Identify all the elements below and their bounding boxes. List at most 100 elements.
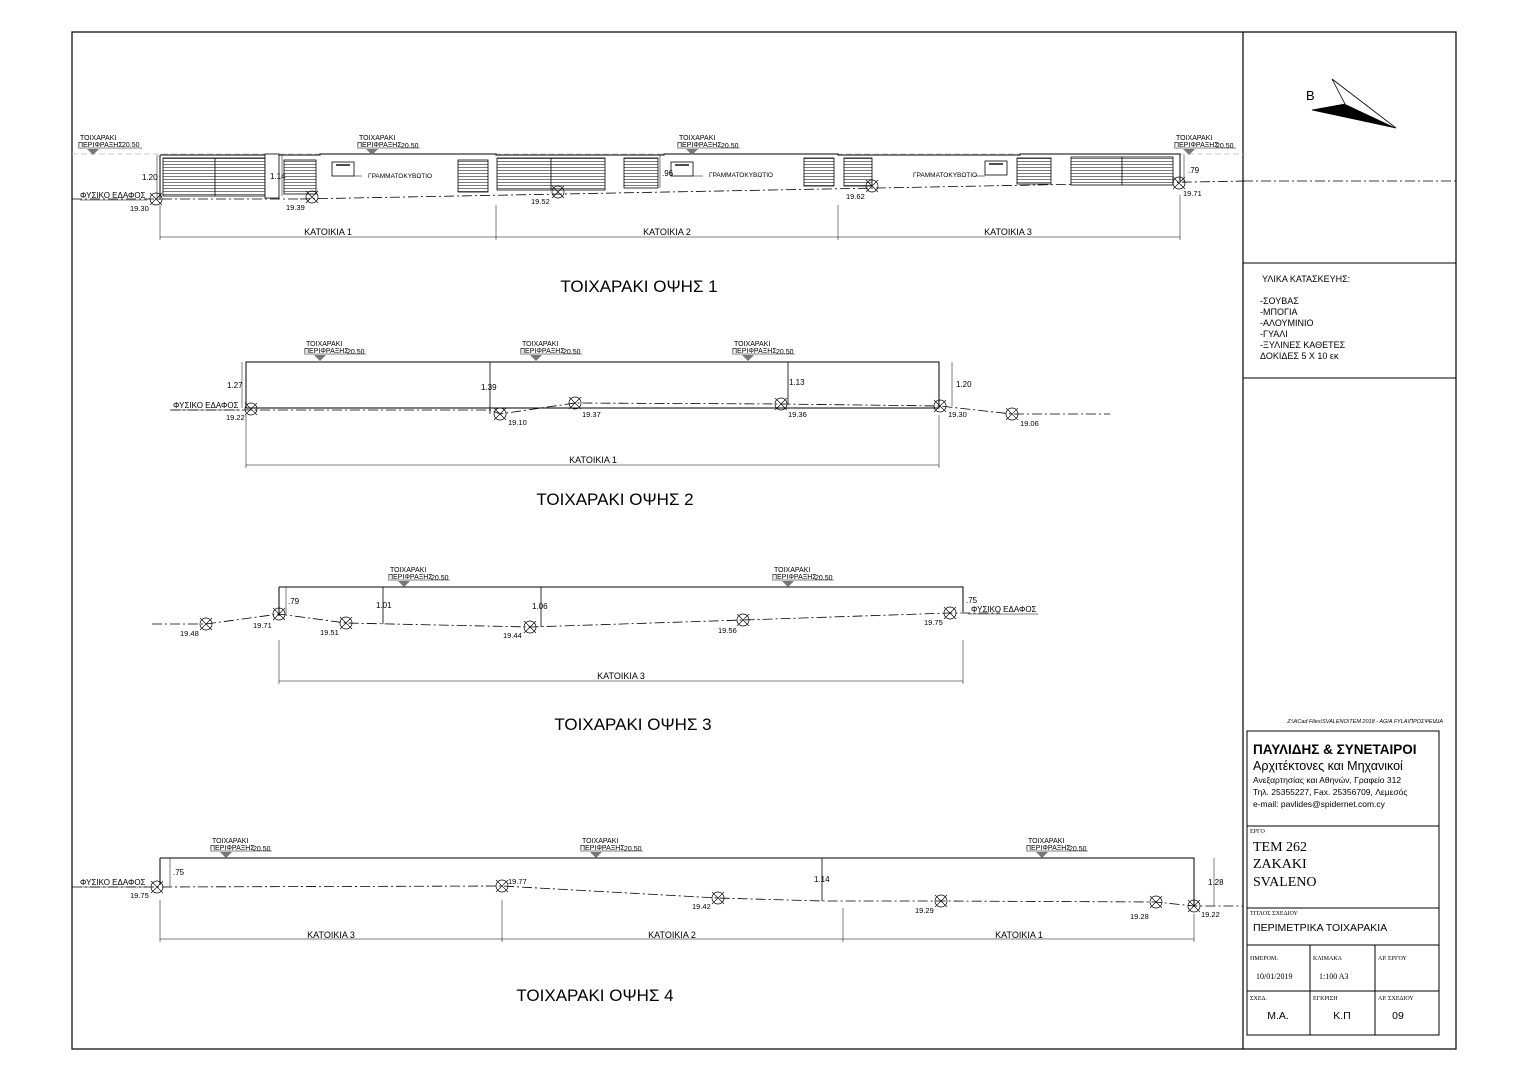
svg-text:20.50: 20.50 <box>1069 846 1087 853</box>
svg-text:20.50: 20.50 <box>401 143 419 150</box>
svg-text:ΤΟΙΧΑΡΑΚΙ: ΤΟΙΧΑΡΑΚΙ <box>679 135 715 142</box>
level-tag: ΤΟΙΧΑΡΑΚΙ ΠΕΡΙΦΡΑΞΗΣ 20.50 <box>357 135 420 155</box>
title-block: ΠΑΥΛΙΔΗΣ & ΣΥΝΕΤΑΙΡΟΙ Αρχιτέκτονες και Μ… <box>1246 730 1440 1036</box>
north-label: Β <box>1306 88 1315 103</box>
material-item: -ΣΟΥΒΑΣ <box>1260 296 1299 306</box>
level-tag: ΤΟΙΧΑΡΑΚΙ ΠΕΡΙΦΡΑΞΗΣ 20.50 <box>580 838 643 858</box>
svg-text:ΠΕΡΙΦΡΑΞΗΣ: ΠΕΡΙΦΡΑΞΗΣ <box>732 348 777 355</box>
approved-by: Κ.Π <box>1333 1010 1351 1022</box>
material-item: -ΜΠΟΓΙΑ <box>1260 307 1297 317</box>
svg-text:ΤΟΙΧΑΡΑΚΙ: ΤΟΙΧΑΡΑΚΙ <box>774 567 810 574</box>
height-dimension: .79 <box>288 597 300 606</box>
file-path: Z:\ACad Files\SVALENO\TEM 2018 - AGIA FY… <box>1286 719 1443 725</box>
wall-outline <box>278 586 964 616</box>
company-phone: Τηλ. 25355227, Fax. 25356709, Λεμεσός <box>1253 787 1407 797</box>
height-dimension: .75 <box>173 868 185 877</box>
spot-level: 19.75 <box>130 891 149 900</box>
height-dimension: 1.27 <box>227 381 243 390</box>
project-label: ΕΡΓΟ <box>1250 829 1265 835</box>
spot-level: 19.77 <box>508 877 527 886</box>
ground-label: ΦΥΣΙΚΟ ΕΔΑΦΟΣ <box>80 878 146 887</box>
material-item: ΔΟΚΙΔΕΣ 5 Χ 10 εκ <box>1260 351 1339 361</box>
mailbox-icon <box>670 161 694 177</box>
scale-value: 1:100 A3 <box>1319 972 1349 981</box>
mailbox-label: ΓΡΑΜΜΑΤΟΚΥΒΩΤΙΟ <box>709 172 773 179</box>
level-tag: ΤΟΙΧΑΡΑΚΙ ΠΕΡΙΦΡΑΞΗΣ 20.50 <box>520 341 582 361</box>
level-tag: ΤΟΙΧΑΡΑΚΙ ΠΕΡΙΦΡΑΞΗΣ 20.50 <box>1174 135 1236 155</box>
svg-text:ΠΕΡΙΦΡΑΞΗΣ: ΠΕΡΙΦΡΑΞΗΣ <box>388 574 433 581</box>
svg-text:ΠΕΡΙΦΡΑΞΗΣ: ΠΕΡΙΦΡΑΞΗΣ <box>1174 142 1219 149</box>
elevation-view-2: ΤΟΙΧΑΡΑΚΙ ΠΕΡΙΦΡΑΞΗΣ 20.50 ΤΟΙΧΑΡΑΚΙ ΠΕΡ… <box>170 341 1110 509</box>
svg-text:ΤΟΙΧΑΡΑΚΙ: ΤΟΙΧΑΡΑΚΙ <box>212 838 248 845</box>
unit-label: ΚΑΤΟΙΚΙΑ 2 <box>643 227 691 237</box>
material-item: -ΞΥΛΙΝΕΣ ΚΑΘΕΤΕΣ <box>1260 340 1346 350</box>
spot-level: 19.06 <box>1020 419 1039 428</box>
ground-label: ΦΥΣΙΚΟ ΕΔΑΦΟΣ <box>80 191 146 200</box>
unit-label: ΚΑΤΟΙΚΙΑ 1 <box>304 227 352 237</box>
svg-text:ΤΟΙΧΑΡΑΚΙ: ΤΟΙΧΑΡΑΚΙ <box>582 838 618 845</box>
spot-level: 19.30 <box>948 410 967 419</box>
level-tag: ΤΟΙΧΑΡΑΚΙ ΠΕΡΙΦΡΑΞΗΣ 20.50 <box>304 341 366 361</box>
view-title: ΤΟΙΧΑΡΑΚΙ ΟΨΗΣ 2 <box>536 490 693 509</box>
sheet-number: 09 <box>1392 1010 1404 1022</box>
spot-level: 19.42 <box>692 902 711 911</box>
spot-level: 19.37 <box>582 410 601 419</box>
mailbox-icon <box>331 161 355 177</box>
height-dimension: 1.14 <box>814 875 830 884</box>
spot-level-marker <box>244 402 258 416</box>
svg-text:20.50: 20.50 <box>815 575 833 582</box>
wall-outline <box>245 361 940 409</box>
spot-level: 19.39 <box>286 203 305 212</box>
unit-label: ΚΑΤΟΙΚΙΑ 3 <box>984 227 1032 237</box>
mailbox-icon <box>984 160 1008 176</box>
svg-text:ΠΕΡΙΦΡΑΞΗΣ: ΠΕΡΙΦΡΑΞΗΣ <box>78 142 123 149</box>
sheet-frame <box>71 31 1457 1050</box>
sliding-gate <box>162 157 266 197</box>
material-item: -ΑΛΟΥΜΙΝΙΟ <box>1260 318 1314 328</box>
drawing-title-label: ΤΙΤΛΟΣ ΣΧΕΔΙΟΥ <box>1250 911 1298 917</box>
view-title: ΤΟΙΧΑΡΑΚΙ ΟΨΗΣ 3 <box>554 715 711 734</box>
spot-level: 19.29 <box>915 906 934 915</box>
level-tag: ΤΟΙΧΑΡΑΚΙ ΠΕΡΙΦΡΑΞΗΣ 20.50 <box>677 135 740 155</box>
material-item: -ΓΥΑΛΙ <box>1260 329 1288 339</box>
height-dimension: 1.39 <box>481 383 497 392</box>
drawn-by-label: ΣΧΕΔ. <box>1250 996 1267 1002</box>
height-dimension: 1.13 <box>789 378 805 387</box>
svg-text:ΤΟΙΧΑΡΑΚΙ: ΤΟΙΧΑΡΑΚΙ <box>80 135 116 142</box>
level-tag: ΤΟΙΧΑΡΑΚΙ ΠΕΡΙΦΡΑΞΗΣ 20.50 <box>210 838 272 858</box>
ground-label: ΦΥΣΙΚΟ ΕΔΑΦΟΣ <box>971 605 1037 614</box>
height-dimension: 1.14 <box>270 172 286 181</box>
spot-level: 19.52 <box>531 197 550 206</box>
level-tag: ΤΟΙΧΑΡΑΚΙ ΠΕΡΙΦΡΑΞΗΣ 20.50 <box>1026 838 1088 858</box>
company-subtitle: Αρχιτέκτονες και Μηχανικοί <box>1253 759 1403 773</box>
level-tag: ΤΟΙΧΑΡΑΚΙ ΠΕΡΙΦΡΑΞΗΣ 20.50 <box>772 567 834 587</box>
svg-text:ΤΟΙΧΑΡΑΚΙ: ΤΟΙΧΑΡΑΚΙ <box>390 567 426 574</box>
spot-level: 19.36 <box>788 410 807 419</box>
svg-text:ΠΕΡΙΦΡΑΞΗΣ: ΠΕΡΙΦΡΑΞΗΣ <box>304 348 349 355</box>
svg-text:20.50: 20.50 <box>122 142 140 149</box>
spot-level: 19.71 <box>1183 189 1202 198</box>
company-name: ΠΑΥΛΙΔΗΣ & ΣΥΝΕΤΑΙΡΟΙ <box>1253 742 1416 757</box>
spot-level: 19.30 <box>130 204 149 213</box>
svg-text:ΠΕΡΙΦΡΑΞΗΣ: ΠΕΡΙΦΡΑΞΗΣ <box>580 845 625 852</box>
project-line: ΤΕΜ 262 <box>1253 840 1307 855</box>
ground-label: ΦΥΣΙΚΟ ΕΔΑΦΟΣ <box>173 401 239 410</box>
spot-level: 19.75 <box>924 618 943 627</box>
spot-level: 19.28 <box>1130 912 1149 921</box>
height-dimension: 1.06 <box>532 602 548 611</box>
height-dimension: 1.20 <box>142 173 158 182</box>
elevation-view-4: ΤΟΙΧΑΡΑΚΙ ΠΕΡΙΦΡΑΞΗΣ 20.50 ΤΟΙΧΑΡΑΚΙ ΠΕΡ… <box>72 838 1243 1005</box>
project-line: SVALENO <box>1253 875 1317 890</box>
unit-label: ΚΑΤΟΙΚΙΑ 3 <box>307 930 355 940</box>
unit-label: ΚΑΤΟΙΚΙΑ 1 <box>569 455 617 465</box>
spot-level: 19.62 <box>846 192 865 201</box>
company-address: Ανεξαρτησίας και Αθηνών, Γραφείο 312 <box>1253 775 1401 785</box>
level-tag: ΤΟΙΧΑΡΑΚΙ ΠΕΡΙΦΡΑΞΗΣ 20.50 <box>388 567 450 587</box>
svg-text:ΤΟΙΧΑΡΑΚΙ: ΤΟΙΧΑΡΑΚΙ <box>1028 838 1064 845</box>
spot-level: 19.71 <box>253 621 272 630</box>
project-number-label: ΑΡ. ΕΡΓΟΥ <box>1378 956 1408 962</box>
svg-text:ΤΟΙΧΑΡΑΚΙ: ΤΟΙΧΑΡΑΚΙ <box>1176 135 1212 142</box>
spot-level-marker <box>493 407 507 421</box>
north-arrow-icon: Β <box>1306 78 1397 129</box>
